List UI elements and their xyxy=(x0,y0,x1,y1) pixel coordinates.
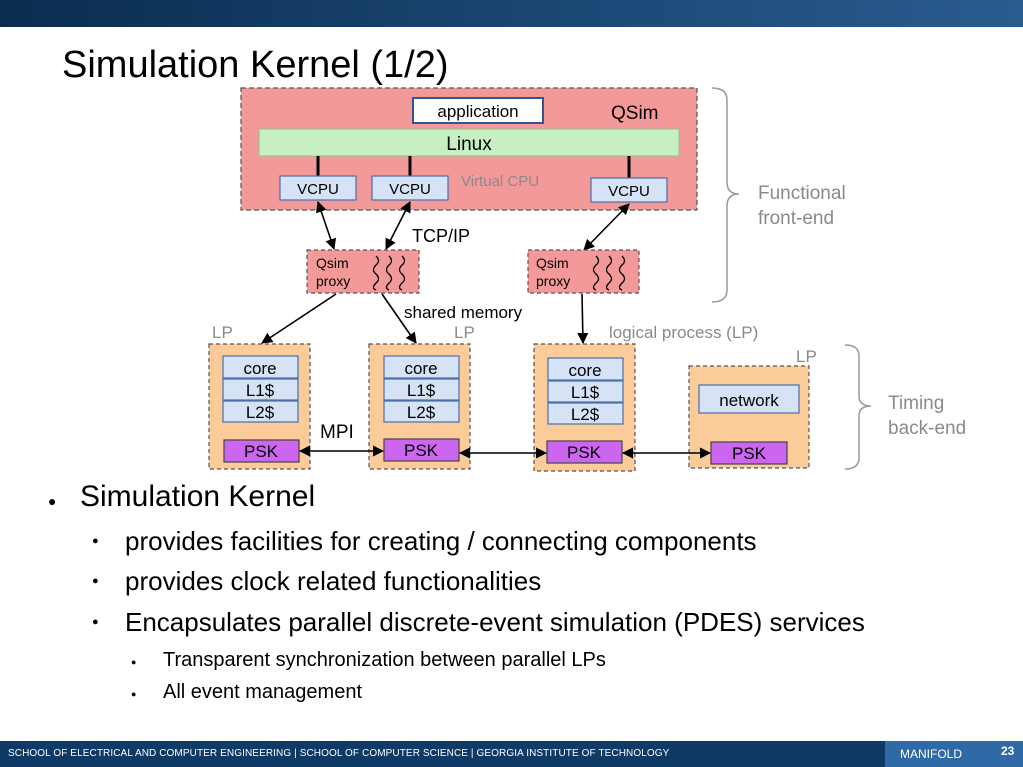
l1-box-3 xyxy=(547,380,624,403)
vcpu-label-3: VCPU xyxy=(608,183,650,200)
core-label-2: core xyxy=(404,359,437,378)
bullet-marker: ● xyxy=(92,535,99,547)
core-label-1: core xyxy=(243,359,276,378)
l1-label-3: L1$ xyxy=(571,383,600,402)
bullet-marker: ● xyxy=(92,575,99,587)
linux-bar xyxy=(258,128,680,157)
l2-box-1 xyxy=(222,400,299,423)
bullet-marker: ● xyxy=(131,689,137,699)
lp-label-3: LP xyxy=(796,347,817,366)
qsim-label: QSim xyxy=(611,103,659,124)
vcpu-label-1: VCPU xyxy=(297,181,339,198)
architecture-diagram: QSim application Linux VCPU VCPU VCPU Vi… xyxy=(208,87,966,472)
mpi-label: MPI xyxy=(320,422,354,443)
bullet-level3-item: Transparent synchronization between para… xyxy=(163,649,606,671)
qsim-proxy-2-line1: Qsim xyxy=(536,255,569,271)
psk-label-2: PSK xyxy=(404,441,439,460)
l1-box-2 xyxy=(383,378,460,401)
core-box-1 xyxy=(222,355,299,379)
l2-box-3 xyxy=(547,402,624,425)
linux-label: Linux xyxy=(446,134,492,155)
network-box xyxy=(698,384,800,414)
network-label: network xyxy=(719,391,779,410)
footer-institution: SCHOOL OF ELECTRICAL AND COMPUTER ENGINE… xyxy=(8,748,670,759)
vcpu-label-2: VCPU xyxy=(389,181,431,198)
bullet-level2-item: provides clock related functionalities xyxy=(125,566,542,596)
l2-label-2: L2$ xyxy=(407,403,436,422)
page-number: 23 xyxy=(1001,744,1015,758)
tcpip-label: TCP/IP xyxy=(412,226,470,246)
bullet-marker: ● xyxy=(131,657,137,667)
timing-label-line2: back-end xyxy=(888,418,966,439)
bullet-marker: ● xyxy=(92,616,99,628)
core-box-3 xyxy=(547,357,624,381)
psk-label-1: PSK xyxy=(244,442,279,461)
slide-title: Simulation Kernel (1/2) xyxy=(62,44,449,86)
l1-label-1: L1$ xyxy=(246,381,275,400)
vcpu-box-1 xyxy=(279,175,357,201)
functional-label-line2: front-end xyxy=(758,208,834,229)
thread-icon xyxy=(592,255,626,291)
virtual-cpu-label: Virtual CPU xyxy=(461,173,539,190)
l2-box-2 xyxy=(383,400,460,423)
l2-label-1: L2$ xyxy=(246,403,275,422)
header-band xyxy=(0,0,1023,27)
bullet-level2-item: Encapsulates parallel discrete-event sim… xyxy=(125,607,865,637)
application-label: application xyxy=(437,102,518,121)
timing-label-line1: Timing xyxy=(888,393,944,414)
lp-label-1: LP xyxy=(212,323,233,342)
l1-label-2: L1$ xyxy=(407,381,436,400)
application-box xyxy=(412,97,544,124)
footer-brand-panel xyxy=(885,741,1023,767)
shared-memory-label: shared memory xyxy=(404,303,523,322)
lp-label-2: LP xyxy=(454,323,475,342)
qsim-proxy-2-line2: proxy xyxy=(536,273,570,289)
functional-brace xyxy=(711,87,740,303)
bullet-level1: Simulation Kernel xyxy=(80,480,316,513)
bullet-marker: ● xyxy=(48,493,57,509)
vcpu-box-2 xyxy=(371,175,449,201)
core-label-3: core xyxy=(568,361,601,380)
bullet-level3-item: All event management xyxy=(163,681,363,703)
thread-icon xyxy=(372,255,406,291)
qsim-proxy-1-line2: proxy xyxy=(316,273,350,289)
logical-process-label: logical process (LP) xyxy=(609,323,758,342)
vcpu-box-3 xyxy=(590,177,668,203)
core-box-2 xyxy=(383,355,460,379)
footer-bar: SCHOOL OF ELECTRICAL AND COMPUTER ENGINE… xyxy=(0,741,1023,767)
psk-label-4: PSK xyxy=(732,444,767,463)
timing-brace xyxy=(844,344,872,470)
footer-brand: MANIFOLD xyxy=(900,747,963,761)
functional-label-line1: Functional xyxy=(758,183,846,204)
qsim-proxy-1-line1: Qsim xyxy=(316,255,349,271)
l1-box-1 xyxy=(222,378,299,401)
l2-label-3: L2$ xyxy=(571,405,600,424)
bullet-level2-item: provides facilities for creating / conne… xyxy=(125,526,757,556)
psk-label-3: PSK xyxy=(567,443,602,462)
